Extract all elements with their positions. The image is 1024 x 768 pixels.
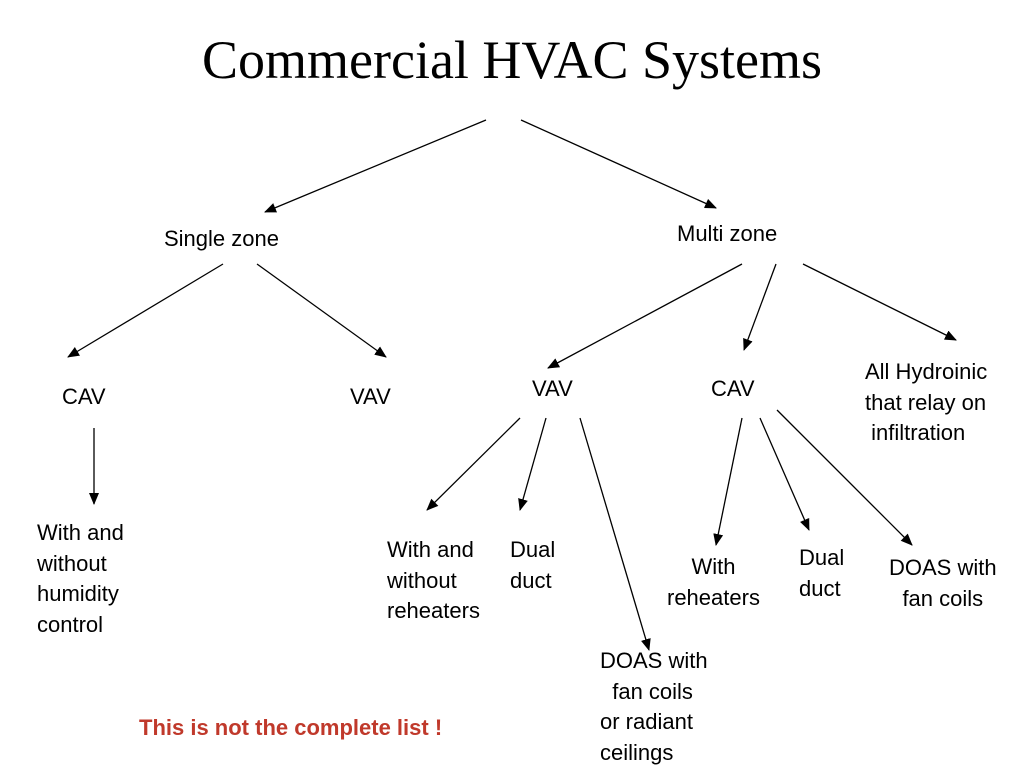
- node-sz-cav-humidity: With and without humidity control: [37, 520, 124, 637]
- arrow-multi-zone-to-vav: [547, 263, 743, 369]
- arrow-root-to-multi-zone: [520, 119, 717, 209]
- arrow-mz-cav-to-reheaters: [713, 417, 743, 546]
- page-title: Commercial HVAC Systems: [202, 30, 822, 90]
- node-mz-cav-dual-duct: Dual duct: [799, 545, 845, 601]
- node-all-hydronic: All Hydroinic that relay on infiltration: [865, 359, 988, 445]
- arrow-single-zone-to-cav: [67, 263, 224, 358]
- arrow-multi-zone-to-all-hydronic: [802, 263, 957, 341]
- node-mz-vav-reheaters: With and without reheaters: [387, 537, 480, 623]
- arrow-multi-zone-to-cav: [743, 263, 777, 351]
- node-multi-zone: Multi zone: [677, 221, 778, 246]
- node-single-zone: Single zone: [164, 226, 279, 251]
- node-mz-vav-dual-duct: Dual duct: [510, 537, 556, 593]
- arrow-mz-vav-to-dual-duct: [518, 417, 547, 511]
- node-mz-cav-doas: DOAS with fan coils: [889, 555, 997, 611]
- arrow-mz-vav-to-reheaters: [426, 417, 521, 511]
- arrow-mz-vav-to-doas: [579, 417, 651, 651]
- node-multi-zone-cav: CAV: [711, 376, 755, 401]
- arrow-mz-cav-to-doas: [776, 409, 913, 546]
- arrow-mz-cav-to-dual-duct: [759, 417, 810, 531]
- arrow-root-to-single-zone: [264, 119, 487, 213]
- arrow-single-zone-to-vav: [256, 263, 387, 358]
- node-multi-zone-vav: VAV: [532, 376, 573, 401]
- node-mz-cav-reheaters: With reheaters: [667, 554, 760, 610]
- footnote-note: This is not the complete list !: [139, 715, 443, 740]
- node-mz-vav-doas: DOAS with fan coils or radiant ceilings: [600, 648, 708, 765]
- node-single-zone-vav: VAV: [350, 384, 391, 409]
- node-single-zone-cav: CAV: [62, 384, 106, 409]
